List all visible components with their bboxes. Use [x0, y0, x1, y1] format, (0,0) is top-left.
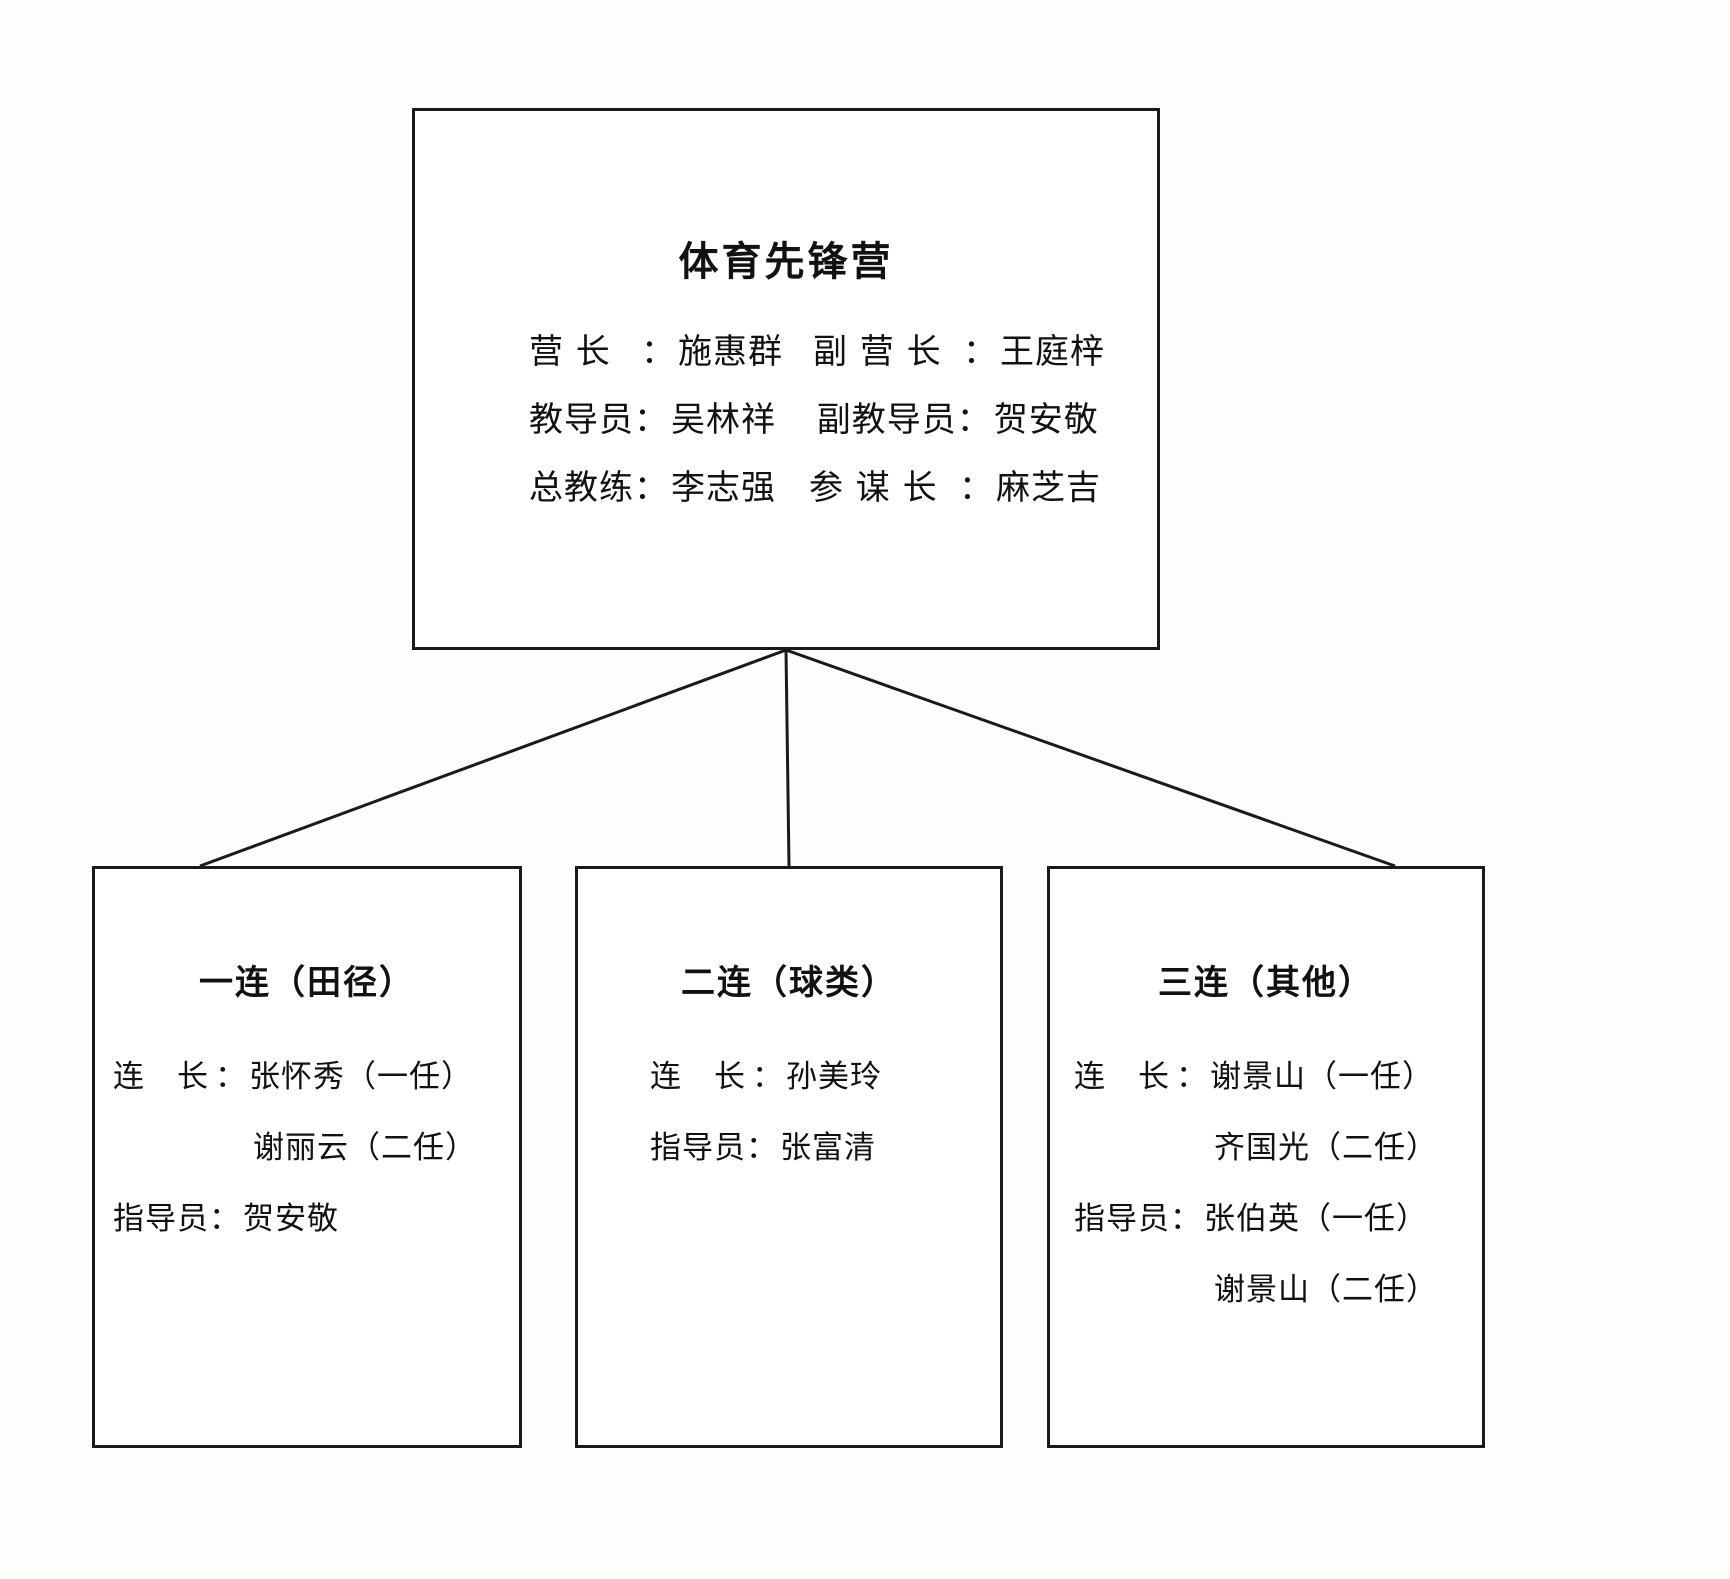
root-role-name: 麻芝吉	[996, 468, 1101, 508]
root-role-label: 营 长	[529, 332, 611, 372]
child-role-colon: ：	[1170, 1201, 1202, 1237]
child-row: 连 长：谢景山（一任）	[1074, 1062, 1482, 1093]
child-role-name: 孙美玲	[786, 1059, 882, 1095]
child-role-label: 指导员	[1074, 1201, 1170, 1237]
root-role-deputy-instructor: 副教导员：贺安敬	[787, 403, 1101, 437]
root-role-label: 副教导员	[816, 400, 957, 440]
root-role-name: 王庭梓	[1000, 332, 1105, 372]
child-role-name: 张富清	[780, 1130, 876, 1166]
child-row: 谢景山（二任）	[1074, 1275, 1482, 1306]
child-role-name: 张伯英（一任）	[1204, 1201, 1428, 1237]
child-role-label: 连 长	[650, 1059, 746, 1095]
root-role-name: 施惠群	[678, 332, 783, 372]
child-role-colon: ：	[752, 1059, 784, 1095]
child-role-name: 谢景山（二任）	[1214, 1272, 1438, 1308]
root-row: 营 长：施惠群 副 营 长：王庭梓	[471, 335, 1104, 369]
root-role-name: 吴林祥	[671, 400, 776, 440]
child-row: 指导员：贺安敬	[113, 1204, 519, 1235]
child-title: 二连（球类）	[681, 963, 897, 1003]
child-row: 齐国光（二任）	[1074, 1133, 1482, 1164]
root-role-colon: ：	[959, 468, 994, 508]
root-role-commander: 营 长 ：施惠群	[471, 335, 783, 369]
child-row: 连 长：张怀秀（一任）	[113, 1062, 519, 1093]
root-role-colon: ：	[634, 400, 669, 440]
child-roster: 连 长：谢景山（一任） 齐国光（二任） 指导员：张伯英（一任） 谢景山（二任）	[1050, 1062, 1482, 1306]
child-role-name: 谢景山（一任）	[1210, 1059, 1434, 1095]
child-title: 一连（田径）	[199, 963, 415, 1003]
root-role-label: 教导员	[529, 400, 634, 440]
child-role-name: 谢丽云（二任）	[253, 1130, 477, 1166]
child-role-label: 指导员	[650, 1130, 746, 1166]
root-row: 教导员：吴林祥 副教导员：贺安敬	[471, 403, 1101, 437]
root-node-battalion[interactable]: 体育先锋营 营 长：施惠群 副 营 长：王庭梓 教导员：吴林祥 副教导员：贺安敬	[412, 108, 1160, 650]
child-role-label: 连 长	[1074, 1059, 1170, 1095]
root-role-colon: ：	[634, 468, 669, 508]
root-role-deputy-commander: 副 营 长 ：王庭梓	[783, 335, 1105, 369]
child-node-company-3[interactable]: 三连（其他） 连 长：谢景山（一任） 齐国光（二任） 指导员：张伯英（一任） 谢…	[1047, 866, 1485, 1448]
connector-line-child-2	[784, 649, 791, 867]
root-role-colon: ：	[963, 332, 998, 372]
root-role-head-coach: 总教练：李志强	[471, 471, 779, 505]
root-role-label: 副 营 长	[813, 332, 942, 372]
root-role-name: 李志强	[671, 468, 776, 508]
root-role-name: 贺安敬	[993, 400, 1099, 440]
child-role-colon: ：	[1176, 1059, 1208, 1095]
root-title: 体育先锋营	[678, 239, 894, 285]
child-roster: 连 长：孙美玲 指导员：张富清	[578, 1062, 1000, 1164]
root-role-chief-of-staff: 参 谋 长 ：麻芝吉	[779, 471, 1101, 505]
child-row: 谢丽云（二任）	[113, 1133, 519, 1164]
child-row: 连 长：孙美玲	[650, 1062, 1000, 1093]
child-role-colon: ：	[746, 1130, 778, 1166]
child-role-colon: ：	[215, 1059, 247, 1095]
root-role-label: 参 谋 长	[809, 468, 938, 508]
root-roster: 营 长：施惠群 副 营 长：王庭梓 教导员：吴林祥 副教导员：贺安敬 总教练：李…	[415, 335, 1157, 505]
child-row: 指导员：张伯英（一任）	[1074, 1204, 1482, 1235]
child-role-name: 齐国光（二任）	[1214, 1130, 1438, 1166]
root-row: 总教练：李志强 参 谋 长：麻芝吉	[471, 471, 1101, 505]
root-role-colon: ：	[956, 400, 992, 440]
child-role-name: 贺安敬	[243, 1201, 339, 1237]
child-node-company-1[interactable]: 一连（田径） 连 长：张怀秀（一任） 谢丽云（二任） 指导员：贺安敬	[92, 866, 522, 1448]
child-role-label: 指导员	[113, 1201, 209, 1237]
child-roster: 连 长：张怀秀（一任） 谢丽云（二任） 指导员：贺安敬	[95, 1062, 519, 1235]
root-role-colon: ：	[641, 332, 676, 372]
child-role-colon: ：	[209, 1201, 241, 1237]
connector-line-child-3	[785, 648, 1396, 868]
root-role-label: 总教练	[529, 468, 634, 508]
connector-line-child-1	[199, 648, 787, 868]
child-node-company-2[interactable]: 二连（球类） 连 长：孙美玲 指导员：张富清	[575, 866, 1003, 1448]
child-role-label: 连 长	[113, 1059, 209, 1095]
child-title: 三连（其他）	[1158, 963, 1374, 1003]
root-role-instructor: 教导员：吴林祥	[471, 403, 787, 437]
child-role-name: 张怀秀（一任）	[249, 1059, 473, 1095]
child-row: 指导员：张富清	[650, 1133, 1000, 1164]
